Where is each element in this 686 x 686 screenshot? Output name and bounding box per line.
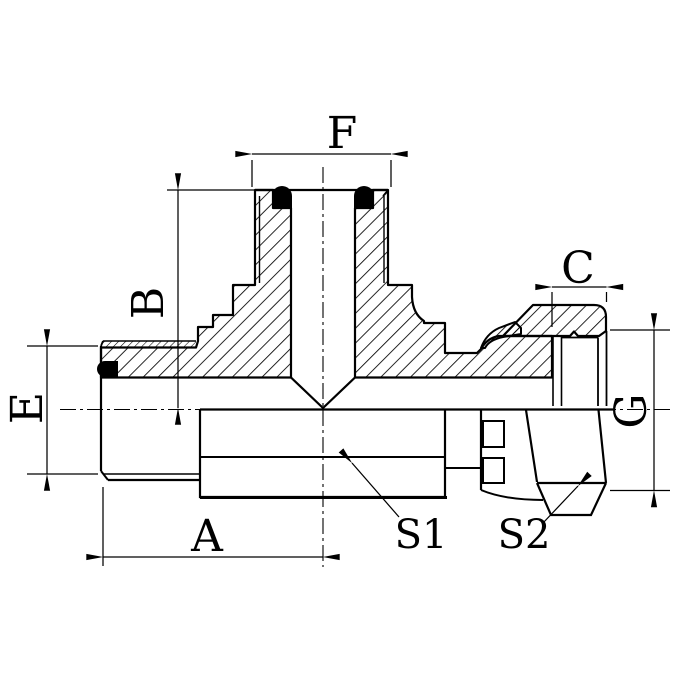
s1-leader — [338, 448, 400, 518]
label-E: E — [2, 392, 53, 424]
drill-cone — [290, 376, 356, 410]
label-G: G — [606, 393, 657, 428]
body-outlines — [99, 188, 615, 517]
stud-face-top-chamfer — [100, 340, 104, 347]
branch-oring-right — [354, 186, 374, 208]
dim-F — [235, 150, 408, 187]
label-S2: S2 — [498, 512, 551, 558]
left-stud-thread-band — [103, 340, 196, 349]
dim-E — [27, 329, 98, 491]
nut-back-curve — [480, 489, 544, 501]
dimension-labels: F B C E G A S1 S2 — [2, 108, 657, 562]
section-left-wall-and-arm — [99, 188, 293, 379]
stud-face-bottom-chamfer — [100, 470, 109, 481]
s2-leader — [542, 471, 592, 524]
dim-G — [610, 313, 670, 508]
section-swivel-nut — [501, 303, 608, 338]
nut-hexagon-outline — [524, 409, 608, 517]
label-C: C — [561, 243, 595, 294]
section-hatched-regions — [99, 188, 608, 379]
dim-A — [86, 487, 340, 566]
dimension-lines — [27, 150, 670, 566]
branch-oring-left — [272, 186, 292, 208]
stud-oring — [97, 361, 118, 377]
label-A: A — [190, 511, 224, 562]
label-S1: S1 — [395, 512, 448, 558]
nut-lug-lower — [482, 457, 505, 484]
dim-C — [535, 283, 624, 327]
nut-lug-upper — [482, 420, 505, 448]
dim-B — [167, 173, 254, 425]
label-B: B — [123, 287, 174, 319]
branch-top-right-chamfer — [382, 189, 389, 197]
label-F: F — [327, 108, 358, 159]
o-rings — [97, 186, 374, 377]
section-sleeve — [480, 321, 522, 349]
